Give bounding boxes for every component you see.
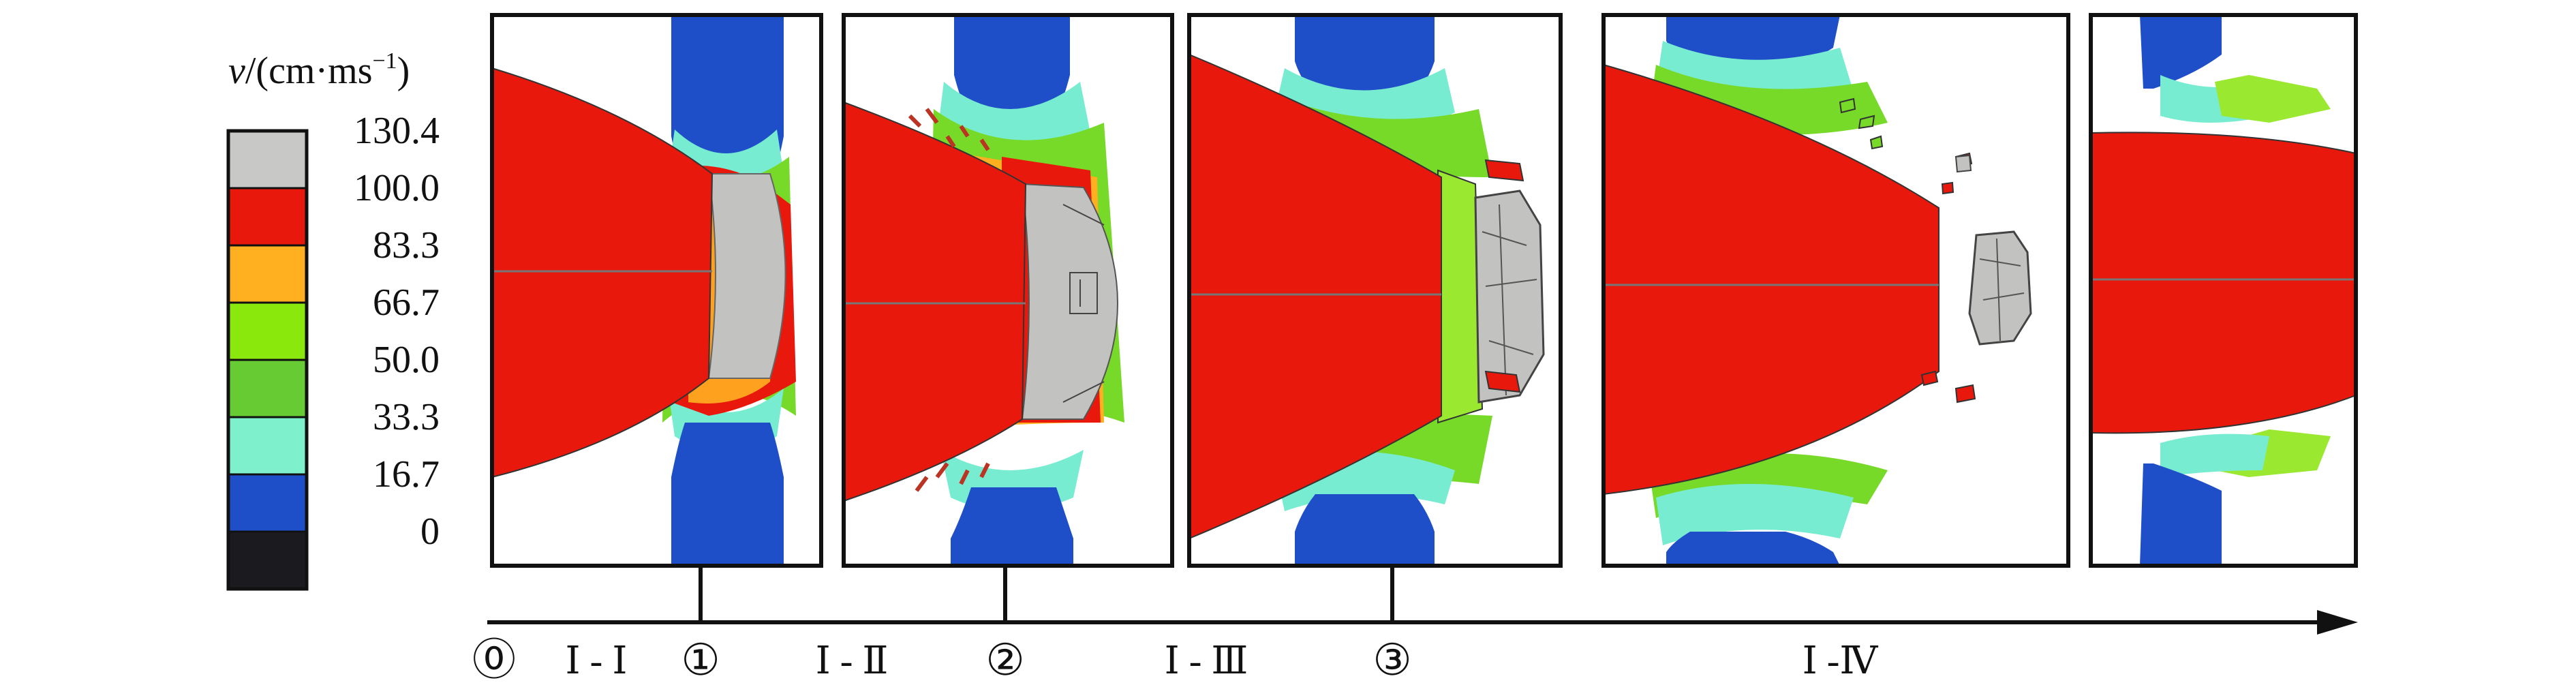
fragment-cracks — [1062, 204, 1105, 403]
legend-band-5 — [227, 416, 308, 476]
plate-bottom-blue — [1666, 532, 1840, 566]
timeline: ⓪ Ⅰ - Ⅰ ① Ⅰ - Ⅱ ② Ⅰ - Ⅲ ③ Ⅰ -Ⅳ — [472, 566, 2358, 684]
legend-title-units: /(cm·ms — [245, 50, 373, 92]
plate-bottom-blue — [671, 423, 784, 566]
projectile — [1189, 53, 1442, 540]
plate-top-blue — [1666, 15, 1840, 65]
legend-colorbar — [226, 129, 309, 591]
legend-tick-label: 33.3 — [373, 396, 440, 438]
timeline-label-phase-4: Ⅰ -Ⅳ — [1803, 640, 1879, 682]
legend-title-variable: v — [228, 50, 245, 92]
panel-2 — [842, 13, 1174, 568]
projectile — [1603, 63, 1939, 496]
timeline-label-stage-3: ③ — [1373, 636, 1411, 684]
panel-4 — [1601, 13, 2070, 568]
projectile — [843, 101, 1027, 502]
legend-tick-label: 0 — [420, 511, 440, 553]
plate-top-blue — [2140, 15, 2222, 89]
spall-red-bottom — [1484, 370, 1521, 393]
plate-bottom-blue — [2140, 463, 2222, 566]
legend-tick-label: 100.0 — [354, 167, 440, 209]
gray-fragment-small — [1954, 154, 1972, 173]
legend-band-4 — [227, 359, 308, 418]
plug-cracks — [1979, 238, 2025, 341]
plate-gray-core — [707, 173, 786, 379]
timeline-label-stage-1: ① — [681, 636, 720, 684]
legend-tick-label: 50.0 — [373, 339, 440, 381]
panel-3-border — [1187, 13, 1563, 568]
legend-band-1 — [227, 187, 308, 247]
plate-bottom-blue — [951, 487, 1073, 566]
timeline-label-phase-3: Ⅰ - Ⅲ — [1165, 640, 1248, 682]
debris-top — [908, 108, 990, 151]
plate-bottom-blue — [1295, 494, 1435, 566]
legend-tick-label: 66.7 — [373, 281, 440, 324]
spall-red-top — [1484, 159, 1524, 182]
legend-tick-label: 130.4 — [354, 110, 440, 152]
flying-fragments-top — [1839, 97, 1884, 150]
timeline-label-stage-2: ② — [985, 636, 1024, 684]
legend-title: v/(cm·ms−1) — [228, 48, 410, 92]
timeline-label-phase-1: Ⅰ - Ⅰ — [566, 640, 628, 682]
legend-band-0 — [227, 130, 308, 189]
legend-band-3 — [227, 301, 308, 361]
legend-band-7 — [227, 530, 308, 590]
plate-top-blue — [954, 15, 1070, 119]
panel-3 — [1187, 13, 1563, 568]
plate-cyan-bottom — [1656, 484, 1854, 545]
legend-band-2 — [227, 244, 308, 304]
plate-cyan-bottom — [2160, 433, 2269, 477]
legend-title-exponent: −1 — [372, 48, 397, 74]
plate-top-blue — [1295, 15, 1435, 95]
panel-1-border — [490, 13, 823, 568]
legend-tick-label: 16.7 — [373, 453, 440, 496]
timeline-label-stage-0: ⓪ — [472, 636, 516, 684]
legend-tick-labels: 130.4 100.0 83.3 66.7 50.0 33.3 16.7 0 — [354, 110, 440, 553]
panel-1 — [490, 13, 823, 568]
red-fragments — [1920, 152, 1976, 404]
velocity-legend: v/(cm·ms−1) 130.4 100.0 83.3 66.7 50.0 33.3 16… — [226, 48, 440, 591]
projectile — [491, 67, 714, 478]
legend-outline — [226, 129, 309, 591]
panel-5-border — [2089, 13, 2358, 568]
plate-green-top — [2215, 75, 2331, 123]
plug-cracks — [1482, 204, 1537, 396]
time-axis-arrowhead — [2317, 610, 2358, 635]
timeline-label-phase-2: Ⅰ - Ⅱ — [816, 640, 889, 682]
plug-fragments — [1474, 189, 1545, 404]
panel-4-border — [1601, 13, 2070, 568]
projectile — [2090, 132, 2357, 434]
legend-tick-label: 83.3 — [373, 224, 440, 267]
panel-5 — [2089, 13, 2358, 568]
debris-bottom — [915, 462, 990, 492]
legend-title-close: ) — [397, 50, 410, 92]
panel-2-border — [842, 13, 1174, 568]
legend-band-6 — [227, 473, 308, 533]
